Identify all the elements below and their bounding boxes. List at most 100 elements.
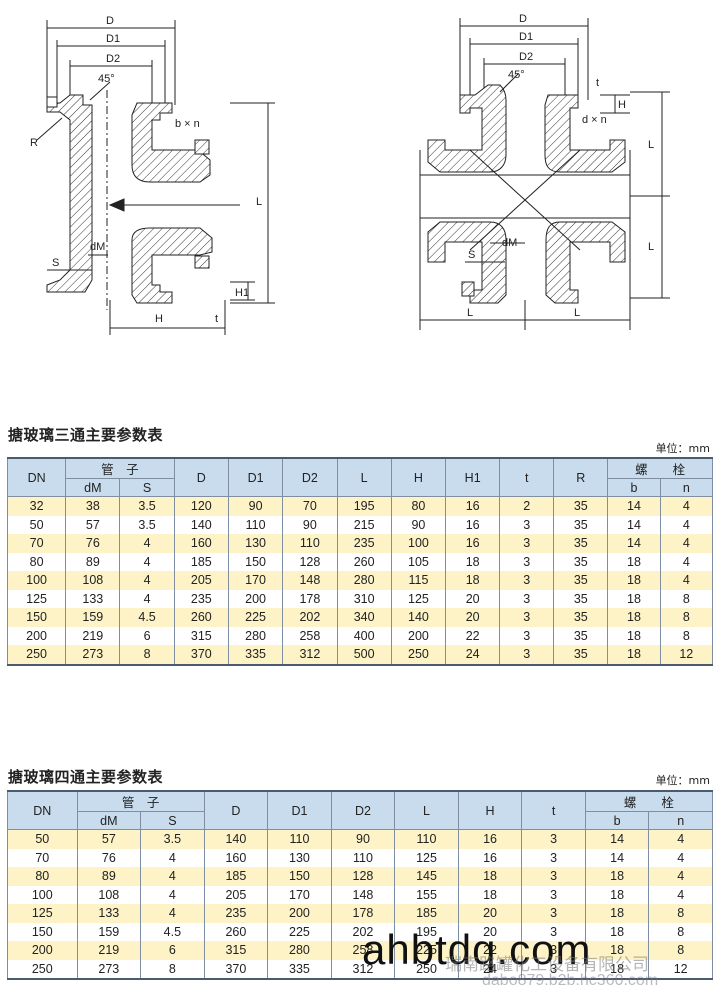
- table-cell: 110: [394, 829, 459, 849]
- table-cell: 6: [119, 626, 175, 645]
- table-cell: 128: [330, 867, 396, 886]
- table-cell: 280: [267, 941, 332, 960]
- table-cell: 90: [330, 829, 396, 849]
- watermark-main: ahbtdq.com: [362, 926, 592, 973]
- table-cell: 133: [65, 589, 121, 608]
- th-pipe: 管 子: [65, 457, 175, 479]
- table-cell: 3: [521, 867, 586, 886]
- table-cell: 140: [390, 608, 447, 627]
- table-cell: 18: [584, 904, 650, 923]
- table-cell: 130: [267, 848, 332, 867]
- table-cell: 3: [499, 589, 555, 608]
- table-cell: 18: [584, 885, 650, 904]
- table-cell: 312: [282, 645, 338, 665]
- svg-text:b × n: b × n: [175, 118, 200, 130]
- table-cell: 3: [499, 534, 555, 553]
- table-cell: 4: [140, 867, 205, 886]
- table-cell: 18: [607, 645, 661, 665]
- table-cell: 133: [76, 904, 142, 923]
- table-cell: 205: [173, 571, 229, 590]
- table-cell: 35: [553, 515, 609, 534]
- table-cell: 108: [65, 571, 121, 590]
- th-d2: D2: [330, 790, 396, 830]
- table-cell: 18: [445, 552, 501, 571]
- table-cell: 8: [659, 589, 714, 608]
- table-cell: 3: [499, 552, 555, 571]
- table-cell: 273: [76, 959, 142, 979]
- table-cell: 4: [119, 571, 175, 590]
- th-dm: dM: [76, 811, 142, 830]
- table-cell: 315: [173, 626, 229, 645]
- table-cell: 89: [76, 867, 142, 886]
- tee-table: DN 管 子 D D1 D2 L H H1 t R 螺 栓 dM S b n 3…: [6, 457, 714, 666]
- table-cell: 225: [227, 608, 284, 627]
- table-cell: 18: [457, 867, 523, 886]
- table-cell: 57: [76, 829, 142, 849]
- table-cell: 8: [648, 904, 713, 923]
- table-cell: 4: [119, 552, 175, 571]
- svg-text:D1: D1: [519, 31, 533, 43]
- table-cell: 125: [6, 589, 67, 608]
- table-cell: 110: [282, 534, 338, 553]
- table-cell: 280: [227, 626, 284, 645]
- table-cell: 250: [394, 959, 459, 979]
- table-cell: 3: [521, 922, 586, 941]
- table-cell: 200: [227, 589, 284, 608]
- th-pipe: 管 子: [76, 790, 205, 812]
- table-cell: 160: [173, 534, 229, 553]
- table-cell: 235: [173, 589, 229, 608]
- table-cell: 219: [76, 941, 142, 960]
- table-cell: 76: [65, 534, 121, 553]
- svg-text:dM: dM: [90, 241, 105, 253]
- svg-text:45°: 45°: [508, 69, 525, 81]
- table-cell: 70: [6, 534, 67, 553]
- th-t: t: [499, 457, 555, 497]
- table-cell: 200: [390, 626, 447, 645]
- table-cell: 202: [282, 608, 338, 627]
- table-cell: 335: [267, 959, 332, 979]
- svg-text:D: D: [519, 13, 527, 25]
- th-bolt: 螺 栓: [584, 790, 714, 812]
- table-cell: 3: [521, 885, 586, 904]
- th-bolt: 螺 栓: [607, 457, 713, 479]
- th-d2: D2: [282, 457, 338, 497]
- table-cell: 20: [457, 904, 523, 923]
- table-cell: 200: [7, 941, 78, 960]
- table-cell: 4: [659, 552, 714, 571]
- table-cell: 4: [119, 534, 175, 553]
- th-b: b: [584, 811, 650, 830]
- svg-text:H: H: [618, 99, 626, 111]
- table-cell: 215: [336, 515, 392, 534]
- svg-text:L: L: [648, 139, 654, 151]
- th-dn: DN: [6, 457, 67, 497]
- th-n: n: [659, 478, 714, 497]
- table-cell: 16: [457, 829, 523, 849]
- svg-text:D2: D2: [519, 51, 533, 63]
- table-cell: 20: [457, 922, 523, 941]
- table-cell: 3: [499, 608, 555, 627]
- th-l: L: [394, 790, 459, 830]
- table-cell: 159: [76, 922, 142, 941]
- table-cell: 24: [445, 645, 501, 665]
- svg-text:S: S: [468, 249, 475, 261]
- table-cell: 3: [499, 645, 555, 665]
- table-cell: 130: [227, 534, 284, 553]
- table-cell: 80: [390, 496, 447, 516]
- table-cell: 100: [390, 534, 447, 553]
- table-cell: 38: [65, 496, 121, 516]
- svg-text:L: L: [574, 307, 580, 319]
- table-cell: 4: [659, 571, 714, 590]
- table-cell: 4: [140, 904, 205, 923]
- table-cell: 3.5: [119, 515, 175, 534]
- table-cell: 18: [607, 571, 661, 590]
- table-cell: 235: [336, 534, 392, 553]
- th-s: S: [140, 811, 205, 830]
